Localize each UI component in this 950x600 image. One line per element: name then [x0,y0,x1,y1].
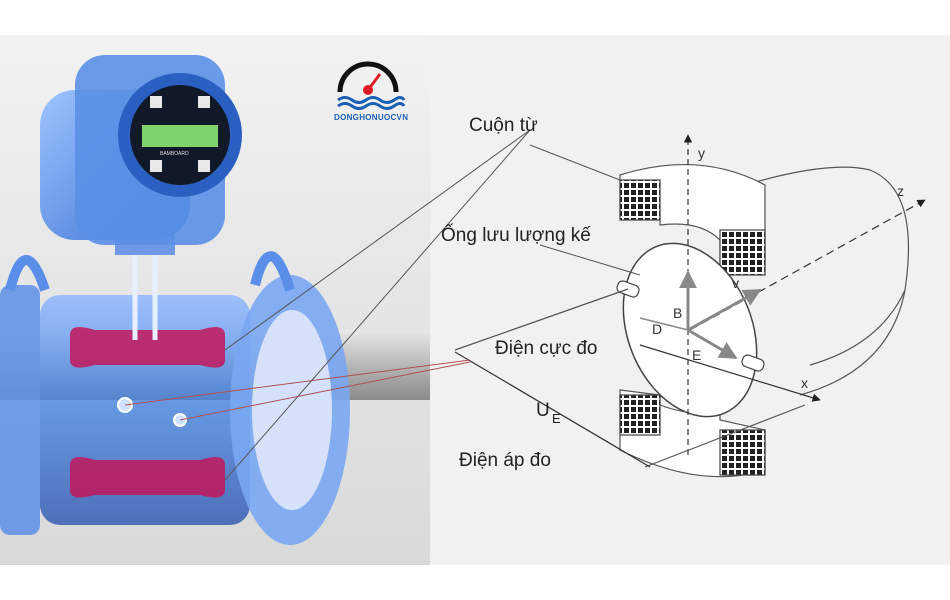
label-ue-symbol: U [536,400,550,421]
upper-coil-winding-left [619,179,661,221]
ue-dimension-line [454,351,651,468]
wave-icon [337,96,406,104]
flange-bore [252,310,332,510]
ue-extension-right [644,404,806,468]
x-axis [639,344,821,402]
ue-extension-left [454,288,629,351]
d-dimension [639,317,689,331]
leader-coil-upper [224,129,531,351]
lifting-lug-right [250,251,295,292]
lower-coil-band [70,456,225,498]
label-coil: Cuộn từ [469,115,538,136]
axis-x-label: x [801,375,808,391]
lower-coil-winding-right [719,429,766,476]
brand-logo: DONGHONUOCVN [334,61,408,122]
key-2 [198,96,210,108]
upper-coil-winding-right [719,229,766,276]
leader-electrode-right [179,361,471,421]
axis-y-label: y [698,145,705,161]
v-vector [687,288,762,332]
vector-v-label: v [732,275,739,291]
cylinder-outline [744,166,910,396]
lower-coil-winding-left [619,394,661,436]
logo-text: DONGHONUOCVN [334,113,408,122]
key-4 [198,160,210,172]
label-ue-subscript: E [552,411,561,426]
key-1 [150,96,162,108]
leader-electrode-left [124,359,471,406]
left-flange [0,285,40,535]
leader-lines [124,129,641,481]
label-flow-tube: Ống lưu lượng kế [441,224,591,246]
meter-render: BAMBOARD [0,35,430,565]
schematic [454,134,926,478]
lifting-lug-left [5,255,50,292]
gauge-arc-icon [337,61,399,93]
vector-b-label: B [673,305,682,321]
lcd-display [142,125,218,147]
meter-brand: BAMBOARD [160,151,189,157]
axis-z-label: z [897,183,904,199]
upper-coil-band [70,326,225,368]
cylinder-inner-edge [809,289,906,366]
vector-e-label: E [692,347,701,363]
leader-coil-lower [224,129,531,481]
electrode-right [741,354,765,372]
key-3 [150,160,162,172]
leader-tube [539,244,641,276]
gauge-hub-icon [363,85,373,95]
leader-coil-schematic [529,144,621,181]
dimension-d-label: D [652,321,662,337]
label-electrode: Điện cực đo [495,338,598,359]
wave-icon [337,102,406,110]
label-voltage: Điện áp đo [459,450,551,471]
e-vector [687,328,738,360]
